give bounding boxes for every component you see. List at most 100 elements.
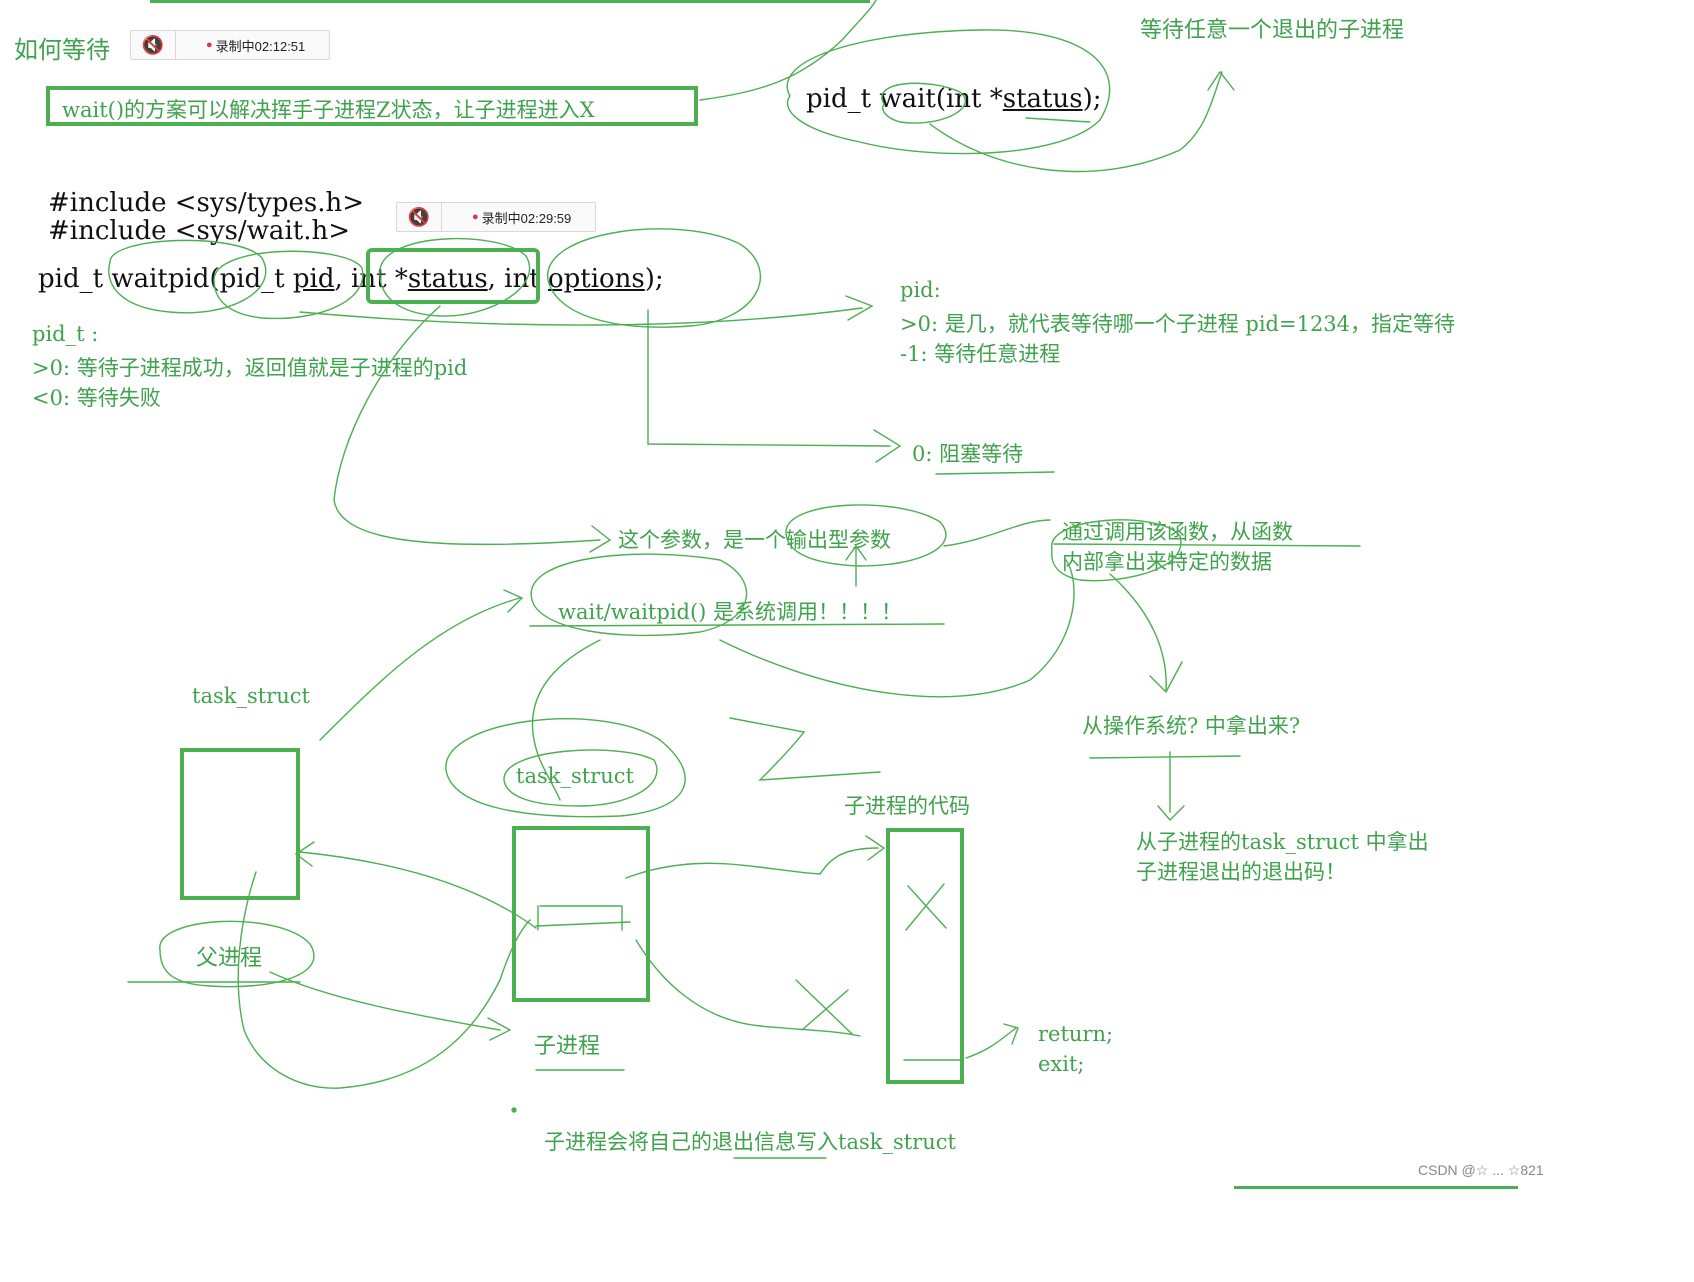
ink-stroke (635, 939, 861, 1037)
data-note-2: 内部拿出来特定的数据 (1062, 550, 1272, 574)
recording-time-2: 录制中02:29:59 (481, 210, 572, 226)
record-dot-icon: ● (206, 39, 213, 51)
ink-stroke (535, 905, 631, 931)
task-struct-left-label: task_struct (192, 684, 310, 708)
pid-title: pid: (900, 278, 941, 302)
ink-stroke (333, 305, 601, 546)
wait-solution-box (46, 86, 698, 126)
ink-stroke (929, 71, 1223, 173)
waitpid-ret: pid_t waitpid(pid_t (38, 264, 293, 294)
ink-ellipse (785, 504, 947, 567)
ink-arrow (487, 1017, 512, 1041)
top-rule (150, 0, 870, 3)
ink-arrow (865, 835, 886, 861)
page-title: 如何等待 (14, 36, 110, 64)
child-code-label: 子进程的代码 (844, 794, 970, 818)
recording-indicator-1[interactable]: 🔇 ● 录制中02:12:51 (130, 30, 331, 60)
ink-dot (511, 1107, 517, 1113)
speaker-muted-icon[interactable]: 🔇 (131, 31, 176, 59)
ink-stroke (529, 623, 945, 627)
ink-stroke (319, 597, 521, 741)
os-question: 从操作系统? 中拿出来? (1082, 714, 1301, 738)
ink-ellipse (213, 250, 364, 320)
ink-stroke (647, 309, 891, 447)
ink-ellipse (881, 82, 966, 124)
ink-arrow (294, 841, 315, 867)
ink-arrow (1149, 661, 1183, 694)
waitpid-param-options: options (547, 264, 645, 294)
wait-signature: pid_t wait(int *status); (806, 84, 1102, 114)
ink-stroke (1025, 117, 1091, 123)
ink-arrow (1207, 70, 1235, 91)
ink-ellipse (108, 239, 267, 314)
write-info-note: 子进程会将自己的退出信息写入task_struct (544, 1130, 956, 1154)
parent-label: 父进程 (196, 946, 263, 971)
wait-solution-text: wait()的方案可以解决挥手子进程Z状态，让子进程进入X (62, 98, 595, 122)
ink-stroke (1053, 543, 1361, 547)
wait-any-note: 等待任意一个退出的子进程 (1140, 18, 1405, 43)
wait-sig-param: status (1002, 84, 1083, 114)
pid-gt0: >0: 是几，就代表等待哪一个子进程 pid=1234，指定等待 (900, 312, 1456, 336)
waitpid-sep1: , (334, 264, 352, 294)
speaker-muted-icon-2[interactable]: 🔇 (397, 203, 442, 231)
return-keyword: return; (1038, 1022, 1114, 1046)
ink-arrow (873, 429, 902, 463)
ink-ellipse (159, 920, 315, 988)
parent-process-box (180, 748, 300, 900)
exit-code-note-2: 子进程退出的退出码！ (1136, 860, 1346, 884)
ink-arrow (1157, 805, 1185, 822)
return-gt0: >0: 等待子进程成功，返回值就是子进程的pid (32, 356, 468, 380)
data-note-1: 通过调用该函数，从函数 (1062, 520, 1293, 544)
waitpid-end: ); (644, 264, 664, 294)
wait-sig-suffix: ); (1082, 84, 1102, 114)
ink-stroke (699, 0, 877, 101)
record-dot-icon-2: ● (472, 211, 479, 223)
return-lt0: <0: 等待失败 (32, 386, 161, 410)
waitpid-signature: pid_t waitpid(pid_t pid, int *status, in… (38, 264, 664, 294)
ink-stroke (719, 559, 1075, 698)
ink-arrow (1003, 1023, 1019, 1045)
ink-arrow (845, 544, 867, 561)
ink-ellipse (445, 718, 686, 818)
status-output-note: 这个参数，是一个输出型参数 (618, 528, 891, 552)
waitpid-param-status: status (407, 264, 488, 294)
return-title: pid_t : (32, 322, 99, 346)
ink-ellipse (530, 553, 748, 637)
ink-stroke (729, 717, 881, 781)
ink-arrow (503, 589, 524, 613)
ink-stroke (943, 519, 1051, 547)
ink-stroke (237, 871, 531, 1089)
bottom-rule (1234, 1186, 1518, 1189)
ink-stroke (299, 851, 537, 929)
ink-stroke (965, 1027, 1017, 1059)
child-label: 子进程 (534, 1034, 601, 1059)
ink-arrow (845, 295, 874, 321)
ink-stroke (299, 307, 863, 326)
waitpid-sep2: , int (487, 264, 548, 294)
waitpid-param-pid: pid (292, 264, 335, 294)
ink-ellipse (503, 749, 658, 807)
exit-keyword: exit; (1038, 1052, 1085, 1076)
status-highlight-box (366, 248, 540, 304)
ink-stroke (1089, 755, 1241, 759)
task-struct-mid-label: task_struct (516, 764, 634, 788)
ink-stroke (935, 471, 1055, 475)
ink-ellipse (547, 228, 762, 328)
pid-neg1: -1: 等待任意进程 (900, 342, 1061, 366)
include-types: #include <sys/types.h> (48, 188, 364, 218)
options-note: 0: 阻塞等待 (912, 442, 1024, 466)
ink-arrow (589, 525, 612, 553)
ink-stroke (625, 847, 879, 879)
recording-indicator-2[interactable]: 🔇 ● 录制中02:29:59 (396, 202, 597, 232)
wait-sig-prefix: pid_t wait(int * (806, 84, 1003, 114)
child-code-box (886, 828, 964, 1084)
exit-code-note-1: 从子进程的task_struct 中拿出 (1136, 830, 1429, 854)
ink-ellipse (379, 237, 531, 317)
recording-time: 录制中02:12:51 (215, 38, 306, 54)
ink-stroke (269, 971, 501, 1031)
watermark: CSDN @☆ ... ☆821 (1418, 1162, 1544, 1178)
ink-stroke (905, 883, 947, 931)
ink-stroke (795, 979, 853, 1035)
ink-stroke (531, 639, 601, 801)
